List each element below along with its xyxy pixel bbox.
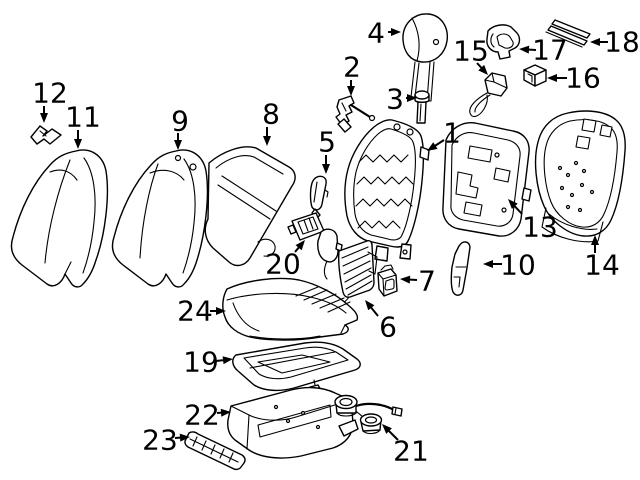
callout-14: 14 (584, 235, 620, 282)
callout-9: 9 (171, 105, 189, 150)
callout-number: 4 (367, 17, 385, 50)
callout-number: 19 (183, 346, 219, 379)
callout-number: 1 (443, 117, 461, 150)
callout-number: 15 (453, 35, 489, 68)
callout-22: 22 (184, 399, 231, 432)
callout-arrowhead (590, 38, 600, 46)
callout-number: 17 (532, 34, 568, 67)
part-15-bracket-with-wire (469, 72, 508, 118)
callout-number: 14 (584, 249, 620, 282)
callout-number: 13 (522, 211, 558, 244)
callout-19: 19 (183, 346, 233, 379)
part-22-seat-foam (227, 386, 359, 459)
callout-number: 3 (386, 83, 404, 116)
callout-number: 10 (500, 249, 536, 282)
part-16-block (523, 64, 547, 87)
callout-20: 20 (265, 240, 305, 281)
part-14-backrest-frame (534, 110, 626, 243)
callout-number: 23 (142, 424, 178, 457)
callout-arrowhead (407, 94, 417, 102)
callout-number: 8 (262, 98, 280, 131)
callout-arrowhead (400, 275, 411, 284)
part-18-rail (545, 19, 591, 48)
callout-arrowhead (263, 136, 271, 146)
part-10-side-bolster (450, 241, 471, 296)
part-12-clip (30, 125, 62, 145)
callout-arrowhead (365, 300, 375, 311)
callout-arrowhead (295, 240, 305, 251)
part-6-lumbar-mat (317, 228, 378, 305)
callout-number: 7 (418, 265, 436, 298)
callout-arrowhead (220, 408, 231, 417)
callout-arrowhead (322, 164, 330, 174)
part-11-seat-back-cover (10, 149, 109, 288)
callout-arrowhead (174, 140, 182, 150)
callout-23: 23 (142, 424, 190, 457)
callout-arrowhead (216, 307, 226, 315)
callout-number: 24 (177, 295, 213, 328)
callout-8: 8 (262, 98, 280, 146)
callout-arrowhead (483, 260, 493, 268)
part-23-slatted-trim (184, 431, 246, 471)
callout-24: 24 (177, 295, 226, 328)
part-2-bracket (335, 95, 376, 133)
callout-number: 9 (171, 105, 189, 138)
callout-1: 1 (427, 117, 461, 151)
callout-21: 21 (382, 424, 429, 468)
callout-12: 12 (32, 77, 68, 123)
callout-arrowhead (40, 113, 48, 123)
callout-2: 2 (343, 51, 361, 96)
part-21-grommets-and-wire (334, 394, 403, 435)
part-13-back-panel (442, 121, 532, 237)
callout-number: 21 (393, 435, 429, 468)
callout-7: 7 (400, 265, 436, 298)
callout-arrowhead (547, 74, 557, 82)
callout-number: 20 (265, 248, 301, 281)
callout-18: 18 (590, 26, 640, 59)
part-4-headrest (402, 13, 448, 102)
part-24-seat-cushion-cover (222, 277, 359, 341)
callout-15: 15 (453, 35, 489, 75)
callout-4: 4 (367, 17, 401, 50)
part-3-headrest-guide (414, 90, 430, 124)
callout-arrowhead (74, 139, 82, 149)
part-19-seat-pan (232, 341, 361, 398)
callout-number: 12 (32, 77, 68, 110)
callout-13: 13 (508, 199, 558, 244)
callout-number: 5 (318, 126, 336, 159)
callout-number: 18 (604, 26, 640, 59)
callout-11: 11 (65, 101, 101, 149)
callout-10: 10 (483, 249, 536, 282)
callout-arrowhead (519, 45, 530, 54)
part-17-clip (486, 24, 521, 60)
part-9-seat-back-cover (111, 149, 209, 288)
part-7-switch (377, 264, 398, 297)
callout-arrowhead (478, 64, 488, 75)
callout-arrowhead (427, 142, 438, 151)
callout-number: 2 (343, 51, 361, 84)
callout-arrowhead (222, 356, 233, 365)
callout-6: 6 (365, 300, 397, 344)
part-1-seat-back-frame (344, 119, 430, 262)
callout-arrowhead (391, 28, 401, 36)
callout-3: 3 (386, 83, 417, 116)
part-14-holes (557, 160, 595, 213)
callout-number: 16 (565, 62, 601, 95)
callout-5: 5 (318, 126, 336, 174)
callout-arrowhead (508, 199, 518, 210)
callout-17: 17 (519, 34, 568, 67)
callout-number: 11 (65, 101, 101, 134)
callout-arrowhead (347, 86, 355, 96)
callout-number: 22 (184, 399, 220, 432)
callout-arrowhead (179, 433, 190, 442)
callout-16: 16 (547, 62, 601, 95)
part-8-back-panel-cover (204, 146, 296, 267)
callout-arrowhead (382, 424, 392, 434)
part-5-side-trim (309, 175, 329, 220)
callout-number: 6 (379, 311, 397, 344)
callout-arrowhead (591, 235, 599, 245)
